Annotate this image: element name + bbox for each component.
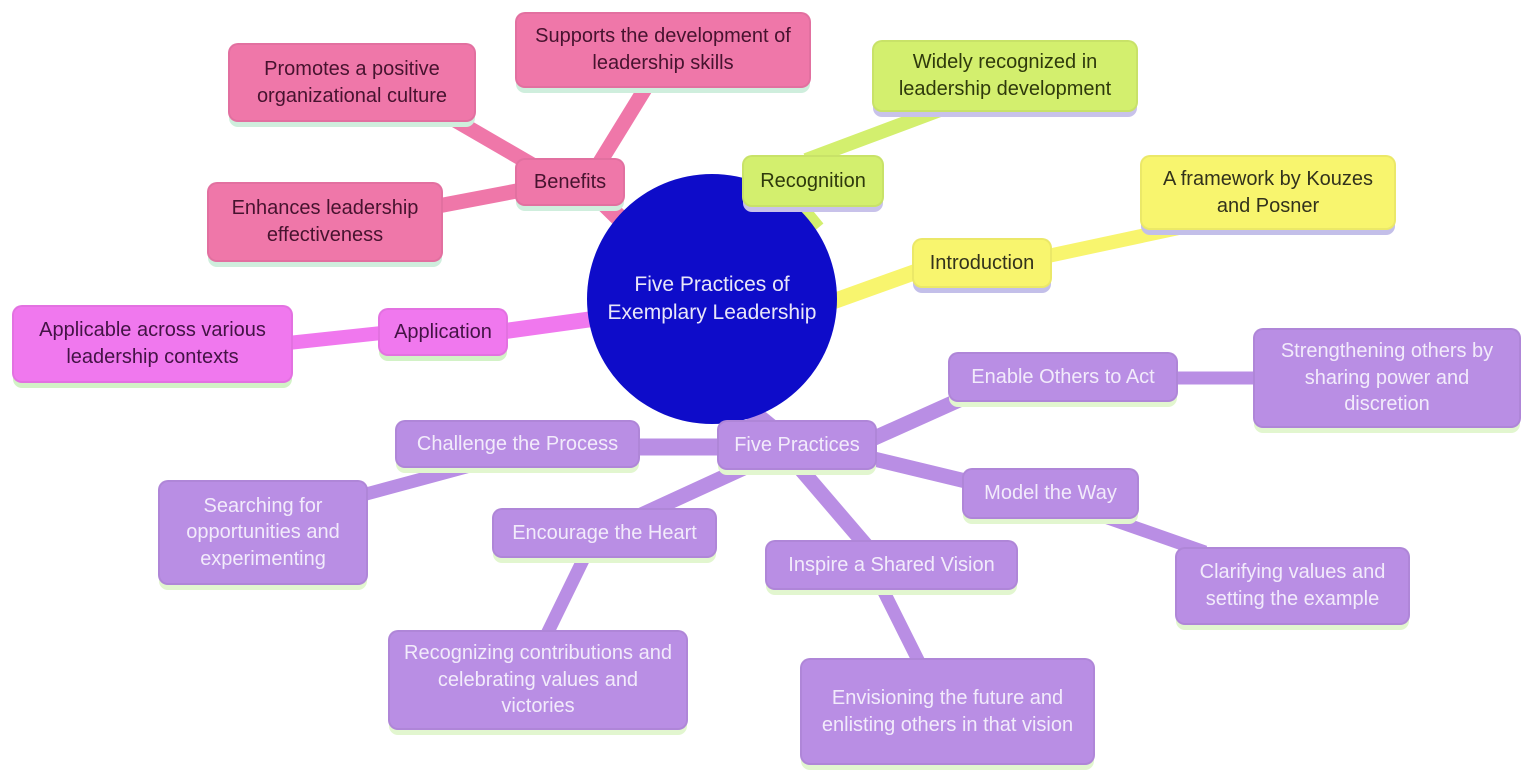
node-envisioning-future: Envisioning the future and enlisting oth…	[800, 658, 1095, 765]
node-promotes-positive-culture: Promotes a positive organizational cultu…	[228, 43, 476, 122]
edge-fp-model	[868, 450, 980, 492]
node-clarifying-values: Clarifying values and setting the exampl…	[1175, 547, 1410, 625]
edge-model-clarifying	[1102, 510, 1208, 559]
node-strengthening-others: Strengthening others by sharing power an…	[1253, 328, 1521, 428]
node-recognizing-contributions: Recognizing contributions and celebratin…	[388, 630, 688, 730]
node-enable-others: Enable Others to Act	[948, 352, 1178, 402]
edge-application-applicable	[287, 326, 383, 350]
node-inspire-shared-vision: Inspire a Shared Vision	[765, 540, 1018, 590]
node-searching-opportunities: Searching for opportunities and experime…	[158, 480, 368, 585]
edge-supports-benefits	[593, 80, 655, 166]
edge-enhances-benefits	[436, 182, 524, 214]
node-encourage-heart: Encourage the Heart	[492, 508, 717, 558]
node-benefits: Benefits	[515, 158, 625, 206]
edge-center-application	[496, 310, 602, 340]
node-five-practices: Five Practices	[717, 420, 877, 470]
node-applicable-contexts: Applicable across various leadership con…	[12, 305, 293, 383]
edge-fp-enable	[866, 389, 972, 447]
edge-encourage-recognizing	[539, 553, 591, 641]
node-enhances-effectiveness: Enhances leadership effectiveness	[207, 182, 443, 262]
node-supports-leadership-skills: Supports the development of leadership s…	[515, 12, 811, 88]
node-model-the-way: Model the Way	[962, 468, 1139, 519]
edge-widely-recognition	[803, 103, 943, 167]
node-application: Application	[378, 308, 508, 356]
node-framework-kouzes-posner: A framework by Kouzes and Posner	[1140, 155, 1396, 230]
node-widely-recognized: Widely recognized in leadership developm…	[872, 40, 1138, 112]
edge-fp-inspire	[792, 461, 876, 555]
center-node: Five Practices of Exemplary Leadership	[587, 174, 837, 424]
edge-introduction-framework	[1046, 219, 1190, 263]
node-introduction: Introduction	[912, 238, 1052, 288]
edge-inspire-envisioning	[876, 585, 928, 671]
node-challenge-process: Challenge the Process	[395, 420, 640, 468]
node-recognition: Recognition	[742, 155, 884, 207]
